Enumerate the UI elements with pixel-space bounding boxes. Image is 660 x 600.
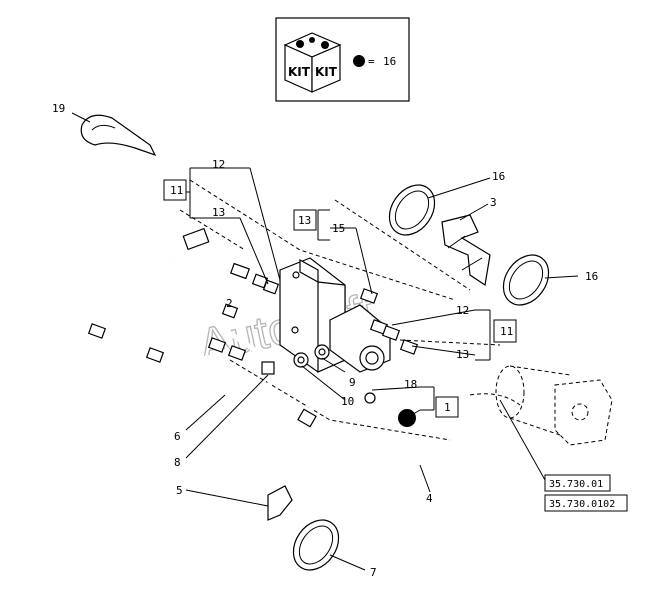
mounting-reference	[495, 365, 613, 446]
number-callouts: 19 16 3 16 12 13 15 12 13 18 9 10 6 8 5 …	[52, 102, 598, 579]
kit-cube-icon: KIT KIT	[283, 32, 342, 93]
kit-dot-icon	[353, 55, 365, 67]
callout-1: 1	[444, 401, 451, 414]
kit-equals: =	[368, 55, 375, 68]
boxed-callouts: 11 13 11 1	[163, 179, 517, 418]
bracket	[441, 214, 491, 287]
callout-16-right: 16	[585, 270, 598, 283]
callout-14: 13	[298, 214, 311, 227]
callout-4: 4	[426, 492, 433, 505]
callout-12-top: 12	[212, 158, 225, 171]
reference-boxes: 35.730.01 35.730.0102	[544, 474, 628, 512]
kit-label-left: KIT	[288, 65, 311, 79]
callout-8: 8	[174, 456, 181, 469]
kit-item-dot	[398, 409, 416, 427]
callout-5: 5	[176, 484, 183, 497]
callout-7: 7	[370, 566, 377, 579]
kit-label-right: KIT	[315, 65, 338, 79]
callout-2: 2	[226, 297, 233, 310]
leader-lines	[71, 112, 579, 571]
kit-number: 16	[383, 55, 396, 68]
ref-35-730-0102: 35.730.0102	[549, 499, 615, 510]
callout-15: 15	[332, 222, 345, 235]
callout-16-top: 16	[492, 170, 505, 183]
callout-13-right: 13	[456, 348, 469, 361]
callout-19: 19	[52, 102, 65, 115]
clip	[267, 485, 293, 521]
callout-13-top: 13	[212, 206, 225, 219]
strap	[80, 114, 157, 157]
callout-11-right: 11	[500, 325, 513, 338]
callout-10: 10	[341, 395, 354, 408]
hoses	[39, 261, 467, 473]
kit-legend: KIT KIT = 16	[275, 17, 410, 102]
hose-clamps	[292, 184, 550, 571]
callout-9: 9	[349, 376, 356, 389]
callout-6: 6	[174, 430, 181, 443]
callout-3: 3	[490, 196, 497, 209]
ref-35-730-01: 35.730.01	[549, 479, 603, 490]
group-brackets	[186, 167, 491, 411]
callout-12-right: 12	[456, 304, 469, 317]
callout-18: 18	[404, 378, 417, 391]
fittings	[87, 227, 419, 428]
callout-11-left: 11	[170, 184, 183, 197]
